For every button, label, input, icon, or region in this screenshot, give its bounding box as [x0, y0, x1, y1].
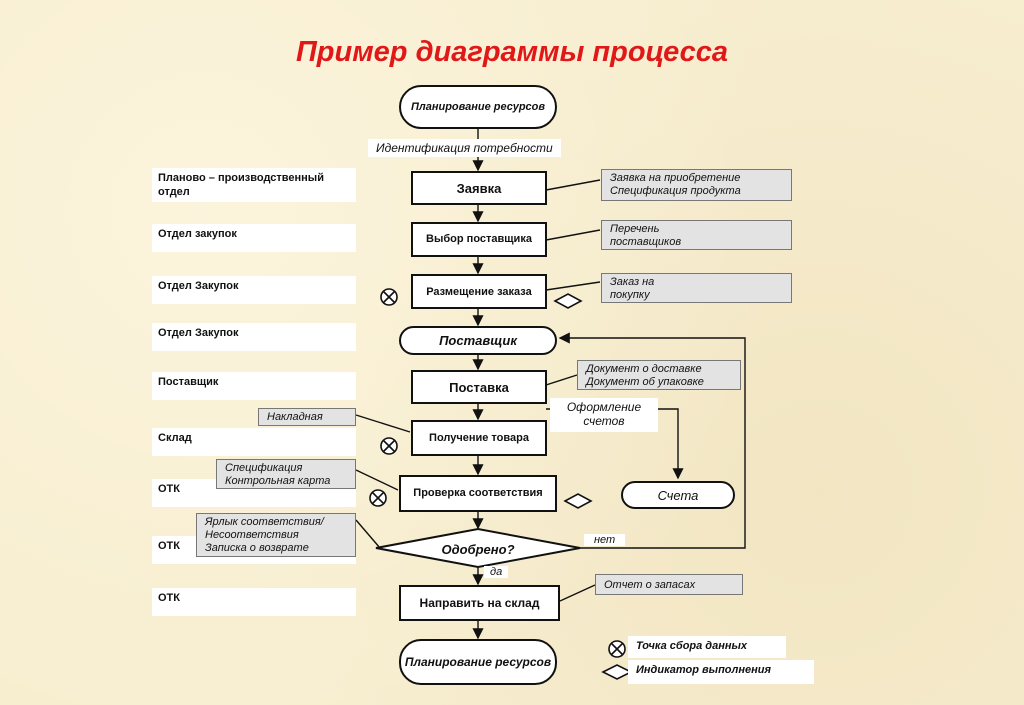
doc-line: Спецификация: [225, 462, 303, 474]
start-terminal: Планирование ресурсов: [399, 85, 557, 129]
spec-docs: Спецификация Контрольная карта: [216, 459, 356, 489]
lane-label: Поставщик: [152, 372, 356, 400]
receive-goods-box: Получение товара: [411, 420, 547, 456]
performance-indicator-icon: [553, 293, 583, 309]
lane-label: Отдел Закупок: [152, 276, 356, 304]
collection-point-icon: [380, 288, 398, 306]
delivery-docs: Документ о доставке Документ об упаковке: [577, 360, 741, 390]
lane-label: Отдел Закупок: [152, 323, 356, 351]
lane-label: ОТК: [152, 588, 356, 616]
invoices-terminal: Счета: [621, 481, 735, 509]
supplier-terminal: Поставщик: [399, 326, 557, 355]
doc-line: Документ об упаковке: [586, 376, 704, 388]
end-terminal: Планирование ресурсов: [399, 639, 557, 685]
conformity-docs: Ярлык соответствия/ Несоответствия Запис…: [196, 513, 356, 557]
doc-line: Контрольная карта: [225, 475, 331, 487]
legend-collection-icon: [608, 640, 626, 658]
doc-line: поставщиков: [610, 236, 682, 248]
legend-collection-label: Точка сбора данных: [628, 636, 786, 658]
place-order-box: Размещение заказа: [411, 274, 547, 309]
doc-line: Записка о возврате: [205, 542, 309, 554]
stock-report-doc: Отчет о запасах: [595, 574, 743, 595]
doc-line: Документ о доставке: [586, 363, 702, 375]
select-supplier-box: Выбор поставщика: [411, 222, 547, 257]
invoicing-label: Оформление счетов: [550, 398, 658, 432]
yes-label: да: [484, 566, 509, 578]
legend-indicator-icon: [601, 664, 633, 680]
need-label: Идентификация потребности: [368, 139, 561, 157]
doc-line: Спецификация продукта: [610, 185, 741, 197]
lane-label: Отдел закупок: [152, 224, 356, 252]
waybill-doc: Накладная: [258, 408, 356, 426]
page-title: Пример диаграммы процесса: [295, 36, 729, 68]
doc-line: Заказ на: [610, 276, 655, 288]
order-doc: Заказ на покупку: [601, 273, 792, 303]
doc-line: Несоответствия: [205, 529, 299, 541]
doc-line: Ярлык соответствия/: [205, 516, 324, 528]
performance-indicator-icon: [563, 493, 593, 509]
doc-line: Перечень: [610, 223, 660, 235]
request-box: Заявка: [411, 171, 547, 205]
lane-label: Склад: [152, 428, 356, 456]
no-label: нет: [584, 534, 626, 546]
send-to-warehouse-box: Направить на склад: [399, 585, 560, 621]
doc-line: покупку: [610, 289, 650, 301]
request-docs: Заявка на приобретение Спецификация прод…: [601, 169, 792, 201]
decision-label: Одобрено?: [441, 542, 515, 557]
doc-line: Заявка на приобретение: [610, 172, 741, 184]
collection-point-icon: [369, 489, 387, 507]
collection-point-icon: [380, 437, 398, 455]
conformity-check-box: Проверка соответствия: [399, 475, 557, 512]
delivery-box: Поставка: [411, 370, 547, 404]
supplier-list-doc: Перечень поставщиков: [601, 220, 792, 250]
lane-label: Планово – производственный отдел: [152, 168, 356, 202]
legend-indicator-label: Индикатор выполнения: [628, 660, 814, 684]
